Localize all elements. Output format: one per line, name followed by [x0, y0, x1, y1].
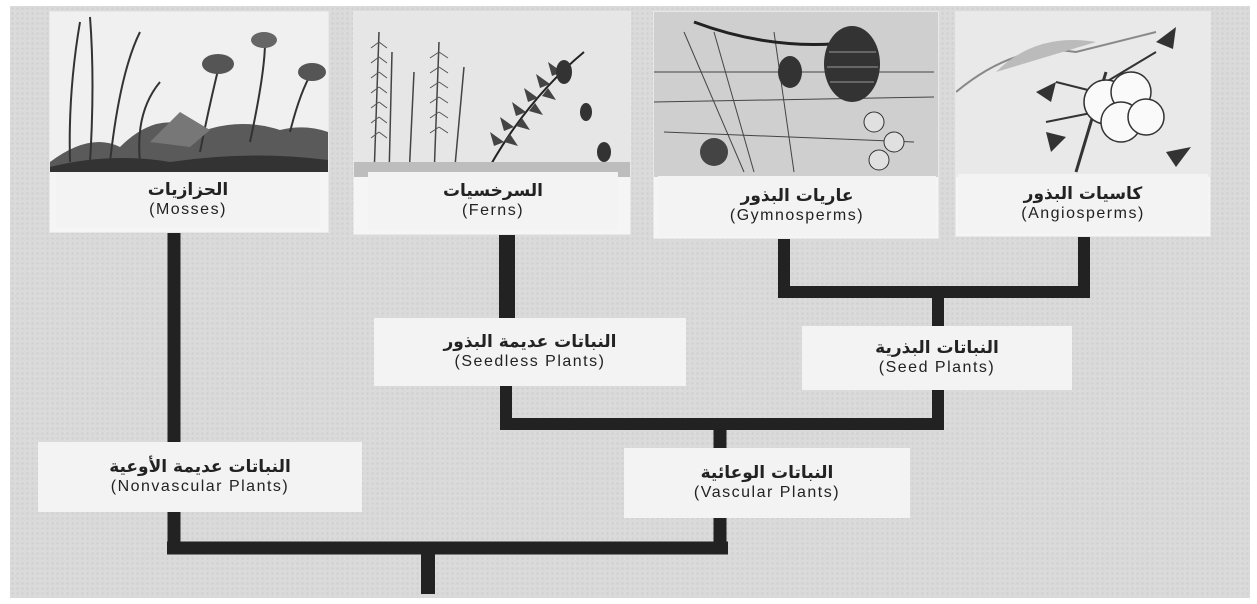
group-label-mosses: الحزازيات (Mosses) — [56, 172, 320, 228]
group-card-ferns: السرخسيات (Ferns) — [354, 12, 630, 234]
node-english-name: (Seedless Plants) — [455, 352, 606, 372]
group-label-gymnosperms: عاريات البذور (Gymnosperms) — [658, 176, 936, 236]
group-english-name: (Angiosperms) — [1021, 204, 1145, 224]
node-label-vascular-plants: النباتات الوعائية (Vascular Plants) — [624, 448, 910, 518]
group-label-angiosperms: كاسيات البذور (Angiosperms) — [958, 174, 1208, 234]
node-label-seed-plants: النباتات البذرية (Seed Plants) — [802, 326, 1072, 390]
node-arabic-name: النباتات عديمة البذور — [443, 332, 616, 352]
node-english-name: (Seed Plants) — [879, 358, 995, 378]
node-label-seedless-plants: النباتات عديمة البذور (Seedless Plants) — [374, 318, 686, 386]
group-label-ferns: السرخسيات (Ferns) — [368, 172, 618, 230]
node-arabic-name: النباتات عديمة الأوعية — [109, 457, 291, 477]
group-arabic-name: الحزازيات — [148, 180, 229, 200]
group-english-name: (Mosses) — [149, 200, 227, 220]
node-english-name: (Nonvascular Plants) — [111, 477, 290, 497]
group-card-gymnosperms: عاريات البذور (Gymnosperms) — [654, 12, 938, 238]
node-english-name: (Vascular Plants) — [694, 483, 840, 503]
group-arabic-name: كاسيات البذور — [1024, 184, 1143, 204]
node-arabic-name: النباتات الوعائية — [701, 463, 834, 483]
group-english-name: (Gymnosperms) — [730, 206, 864, 226]
node-arabic-name: النباتات البذرية — [875, 338, 999, 358]
group-card-angiosperms: كاسيات البذور (Angiosperms) — [956, 12, 1210, 236]
group-card-mosses: الحزازيات (Mosses) — [50, 12, 328, 232]
node-label-nonvascular-plants: النباتات عديمة الأوعية (Nonvascular Plan… — [38, 442, 362, 512]
group-arabic-name: عاريات البذور — [741, 186, 854, 206]
group-arabic-name: السرخسيات — [443, 181, 543, 201]
group-english-name: (Ferns) — [462, 201, 524, 221]
